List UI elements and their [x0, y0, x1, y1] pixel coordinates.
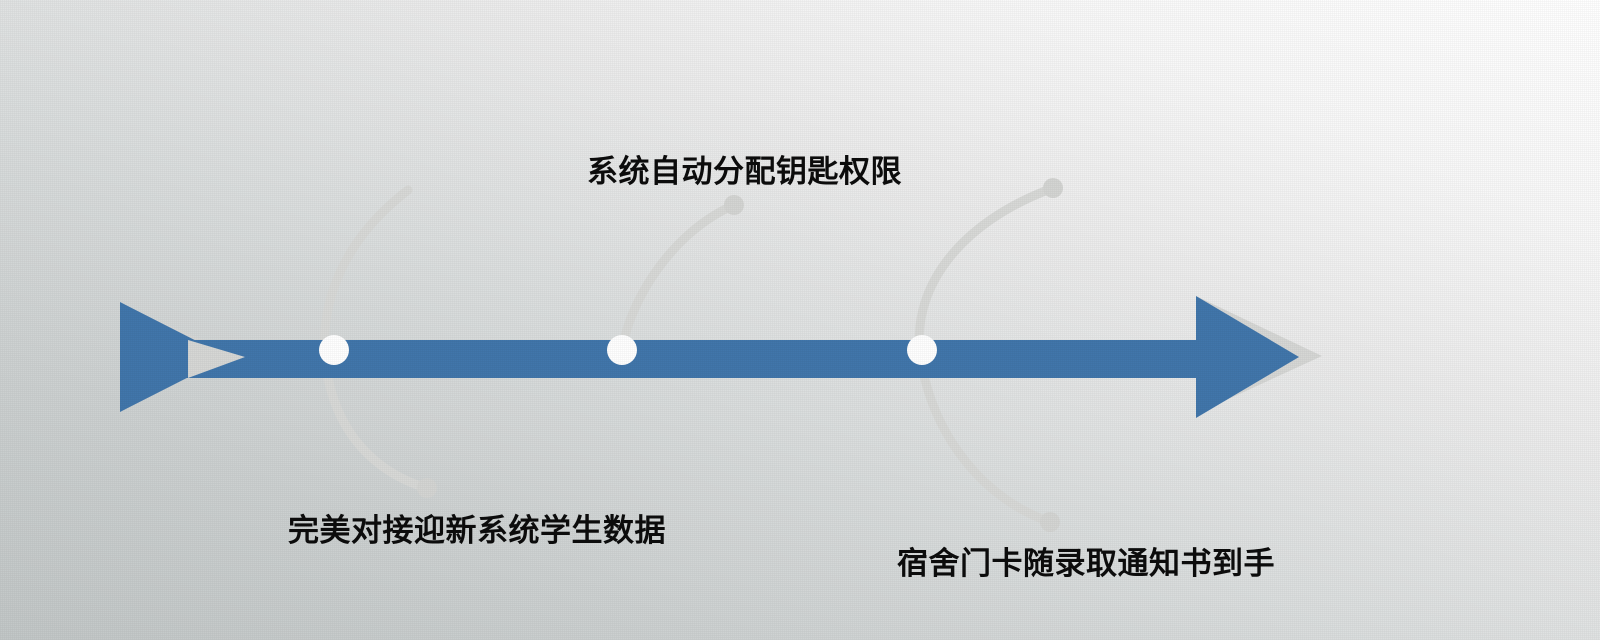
arrow-body — [120, 296, 1299, 418]
endpoint-dot-3-bottom — [1040, 512, 1060, 532]
milestone-label-3: 宿舍门卡随录取通知书到手 — [897, 546, 1275, 581]
arrow-tail-notch — [188, 340, 245, 378]
connector-curve-1 — [319, 185, 432, 493]
endpoint-dot-3-top — [1043, 178, 1063, 198]
milestone-dot-3[interactable] — [907, 335, 937, 365]
arrow-head — [1196, 296, 1299, 418]
milestone-label-2: 系统自动分配钥匙权限 — [587, 154, 902, 189]
milestone-label-1: 完美对接迎新系统学生数据 — [288, 513, 666, 548]
arrow-shaft — [120, 340, 1200, 378]
connector-curve-2 — [617, 200, 739, 355]
milestone-dots — [319, 335, 937, 365]
milestone-dot-2[interactable] — [607, 335, 637, 365]
connector-endpoint-dots — [417, 178, 1063, 532]
arrow-tail-triangle — [120, 302, 228, 412]
endpoint-dot-2 — [724, 195, 744, 215]
endpoint-dot-1 — [417, 478, 437, 498]
milestone-dot-1[interactable] — [319, 335, 349, 365]
